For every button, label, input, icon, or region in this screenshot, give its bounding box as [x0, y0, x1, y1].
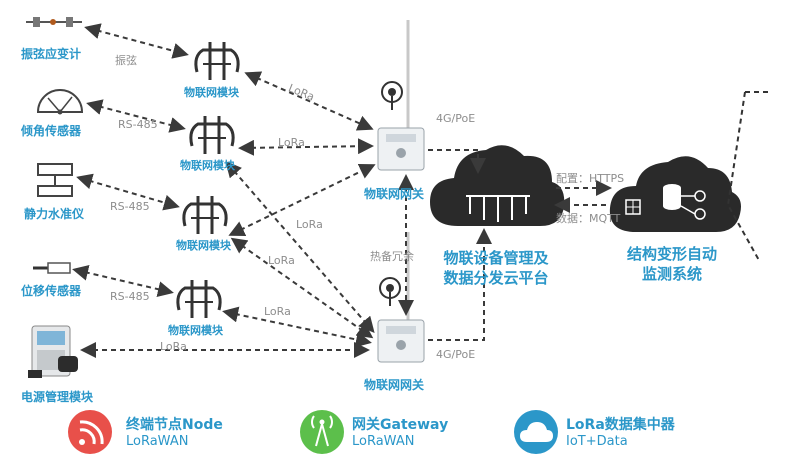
legend-node-title: 终端节点Node	[126, 417, 223, 433]
link-label-lora-power: LoRa	[160, 340, 187, 353]
link-label-lora-5: LoRa	[264, 305, 291, 318]
sensor-label-tilt: 倾角传感器	[21, 124, 82, 138]
gateway-label-1: 物联网网关	[364, 187, 425, 201]
monitoring-system-cloud-icon	[609, 156, 741, 232]
iot-module-icon-2	[189, 116, 235, 154]
sensor-label-static-level: 静力水准仪	[24, 207, 85, 221]
connections	[72, 23, 612, 358]
config-https-label: 配置：HTTPS	[556, 172, 625, 185]
legend-gateway-sub: LoRaWAN	[352, 434, 415, 449]
link-label-rs485-1: RS-485	[118, 118, 158, 131]
iot-module-icon-1	[194, 42, 240, 80]
legend-concentrator-title: LoRa数据集中器	[566, 417, 675, 433]
link-label-lora-2: LoRa	[278, 136, 305, 149]
antenna-tower-icon	[300, 410, 344, 454]
hot-backup-label: 热备冗余	[370, 250, 414, 263]
system-bracket	[726, 91, 770, 263]
iot-module-icon-3	[182, 196, 228, 234]
cloud-platform-line2: 数据分发云平台	[443, 269, 549, 287]
power-module-icon	[28, 325, 78, 378]
link-label-rs485-3: RS-485	[110, 290, 150, 303]
iot-module-icon-4	[176, 280, 222, 318]
legend-concentrator: LoRa数据集中器 IoT+Data	[566, 414, 675, 449]
link-label-lora-4: LoRa	[268, 254, 295, 267]
legend-node-sub: LoRaWAN	[126, 434, 189, 449]
gateway-label-2: 物联网网关	[364, 378, 425, 392]
link-label-poe-1: 4G/PoE	[436, 112, 476, 125]
link-label-rs485-2: RS-485	[110, 200, 150, 213]
link-label-vibrating-wire: 振弦	[115, 54, 137, 67]
displacement-sensor-icon	[33, 262, 71, 274]
sensor-label-displacement: 位移传感器	[21, 284, 82, 298]
cloud-icon	[514, 410, 558, 454]
sensor-label-power-module: 电源管理模块	[21, 390, 94, 404]
module-label-3: 物联网模块	[176, 239, 231, 252]
module-label-2: 物联网模块	[180, 159, 235, 172]
cloud-platform-title: 物联设备管理及 数据分发云平台	[426, 248, 566, 288]
module-label-4: 物联网模块	[168, 324, 223, 337]
legend-gateway: 网关Gateway LoRaWAN	[352, 414, 448, 449]
protractor-icon	[36, 89, 84, 115]
monitoring-system-line1: 结构变形自动	[626, 245, 717, 263]
legend-gateway-title: 网关Gateway	[352, 417, 449, 433]
data-mqtt-label: 数据：MQTT	[556, 212, 621, 225]
cloud-platform-icon	[430, 145, 565, 226]
cloud-platform-line1: 物联设备管理及	[443, 249, 549, 267]
legend-node: 终端节点Node LoRaWAN	[126, 414, 223, 449]
link-label-lora-3: LoRa	[296, 218, 323, 231]
wifi-signal-icon	[68, 410, 112, 454]
sensor-label-strain-gauge: 振弦应变计	[21, 47, 82, 61]
strain-gauge-icon	[26, 17, 82, 27]
level-gauge-icon	[37, 163, 73, 197]
legend-concentrator-sub: IoT+Data	[566, 434, 628, 449]
gateway-device-1	[377, 20, 425, 171]
module-label-1: 物联网模块	[184, 86, 239, 99]
monitoring-system-title: 结构变形自动 监测系统	[615, 244, 729, 284]
monitoring-system-line2: 监测系统	[641, 265, 702, 283]
link-label-poe-2: 4G/PoE	[436, 348, 476, 361]
